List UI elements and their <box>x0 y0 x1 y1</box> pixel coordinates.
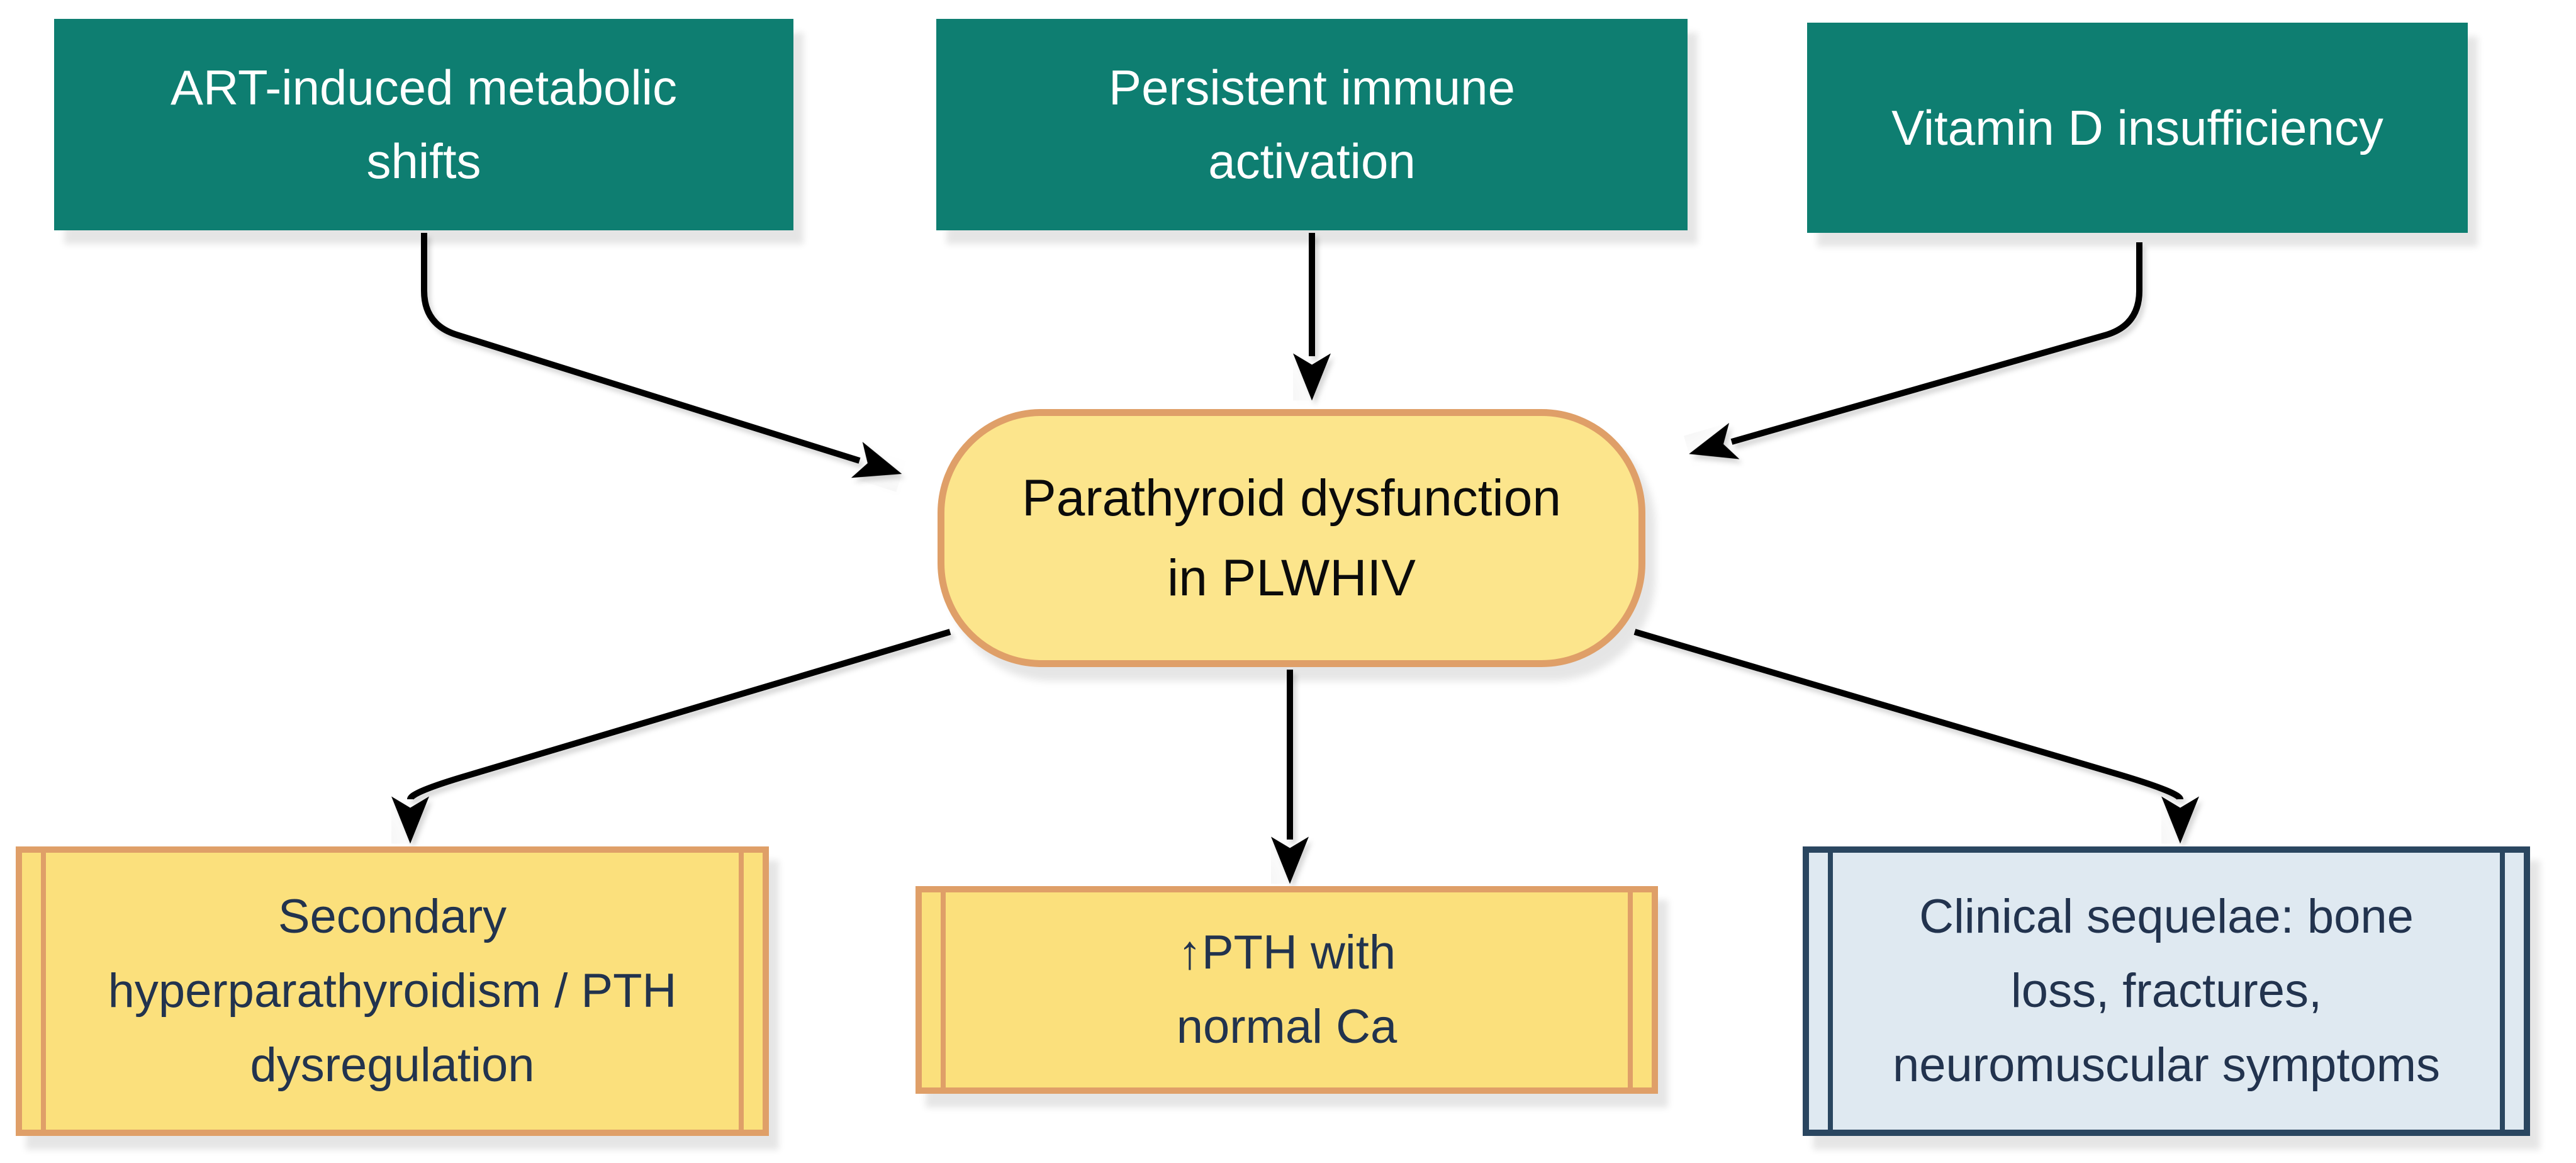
node-label: Clinical sequelae: bone loss, fractures,… <box>1892 890 2441 1092</box>
node-label: Persistent immune activation <box>1109 60 1515 189</box>
node-pth-normal-ca: ↑PTH with normal Ca <box>916 886 1658 1094</box>
node-art-metabolic-shifts: ART-induced metabolic shifts <box>54 19 793 230</box>
node-label: Secondary hyperparathyroidism / PTH dysr… <box>108 890 677 1092</box>
node-label: ART-induced metabolic shifts <box>171 60 677 189</box>
node-label: Vitamin D insufficiency <box>1891 99 2383 155</box>
arrow-vitd-to-center <box>1689 242 2142 459</box>
node-vitamin-d-insufficiency: Vitamin D insufficiency <box>1807 23 2468 233</box>
node-clinical-sequelae: Clinical sequelae: bone loss, fractures,… <box>1803 846 2530 1136</box>
arrow-art-to-center <box>421 233 902 478</box>
node-label: ↑PTH with normal Ca <box>1176 926 1397 1053</box>
node-secondary-hyperparathyroidism: Secondary hyperparathyroidism / PTH dysr… <box>16 846 769 1136</box>
node-parathyroid-dysfunction-pill: Parathyroid dysfunction in PLWHIV <box>938 409 1645 667</box>
arrow-center-to-hyperparathyroidism <box>391 629 951 844</box>
node-label: Parathyroid dysfunction in PLWHIV <box>1022 469 1561 607</box>
arrow-center-to-sequelae <box>1633 629 2199 844</box>
node-immune-activation: Persistent immune activation <box>936 19 1688 230</box>
